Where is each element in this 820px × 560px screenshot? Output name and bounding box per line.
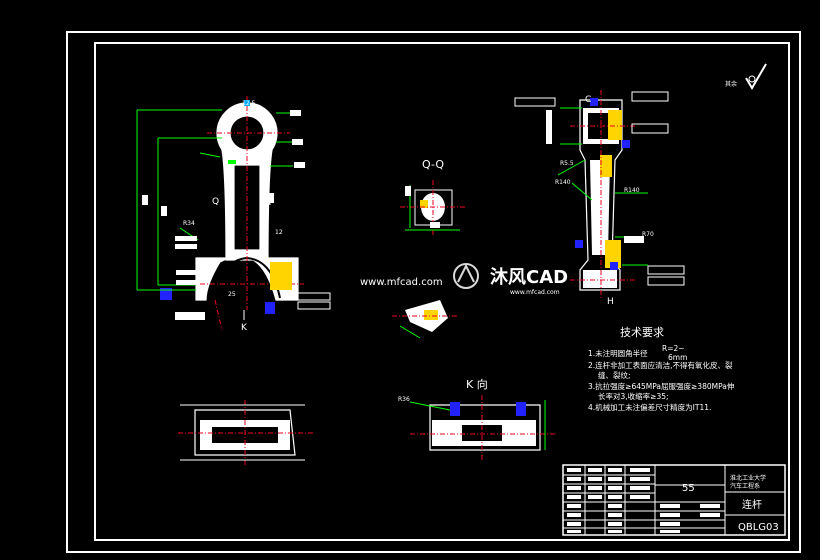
watermark-url: www.mfcad.com — [360, 277, 443, 288]
watermark-brand-sub: www.mfcad.com — [510, 289, 560, 296]
detail-view — [392, 300, 458, 339]
dim-r140-left: R140 — [555, 179, 571, 186]
tech-req-r: R=2~ — [662, 344, 685, 353]
dim-r70: R70 — [642, 231, 654, 238]
title-block — [562, 464, 786, 536]
k-view — [409, 395, 555, 460]
dim-r5-5: R5.5 — [560, 160, 574, 167]
view-k-label: K 向 — [466, 377, 488, 391]
title-block-scale: 55 — [682, 483, 695, 494]
roughness-other-label: 其余 — [725, 80, 737, 88]
dim-r34: R34 — [183, 220, 195, 227]
tech-req-line-6: 4.机械加工未注偏差尺寸精度为IT11. — [588, 402, 711, 412]
tech-req-line-2: 2.连杆非加工表面应清洁,不得有氧化皮、裂 — [588, 360, 733, 370]
outer-frame — [66, 31, 801, 553]
dim-r36: R36 — [398, 396, 410, 403]
section-qq — [400, 180, 466, 235]
title-block-school-2: 汽车工程系 — [730, 482, 760, 490]
watermark — [453, 263, 479, 289]
tech-req-line-4: 3.抗拉强度≥645MPa屈服强度≥380MPa伸 — [588, 381, 735, 391]
title-block-school-1: 淮北工业大学 — [730, 474, 766, 482]
title-block-part-name: 连杆 — [742, 498, 762, 511]
title-block-drawing-no: QBLG03 — [738, 522, 779, 533]
tech-req-line-5: 长率对3,收缩率≥35; — [598, 391, 669, 401]
inner-frame — [94, 42, 790, 541]
tech-req-line-1: 1.未注明圆角半径 — [588, 348, 648, 358]
side-view — [514, 90, 685, 300]
dim-12: 12 — [275, 229, 283, 236]
label-q-left: Q — [212, 197, 219, 207]
bottom-view — [178, 400, 315, 465]
label-q-right: Q — [265, 197, 272, 207]
section-qq-label: Q-Q — [422, 158, 444, 171]
arrow-k-label: K — [241, 323, 248, 333]
dim-25: 25 — [228, 291, 236, 298]
label-h: H — [607, 297, 614, 307]
dim-12-5: 12.5 — [242, 100, 256, 107]
tech-req-line-3: 缝、裂纹; — [598, 370, 631, 380]
watermark-brand: 沐风CAD — [490, 266, 568, 288]
tech-req-title: 技术要求 — [620, 326, 664, 339]
roughness-icon — [745, 63, 767, 90]
label-c: C — [585, 95, 591, 105]
tech-req-6mm: 6mm — [668, 353, 687, 362]
dim-r140-right: R140 — [624, 187, 640, 194]
